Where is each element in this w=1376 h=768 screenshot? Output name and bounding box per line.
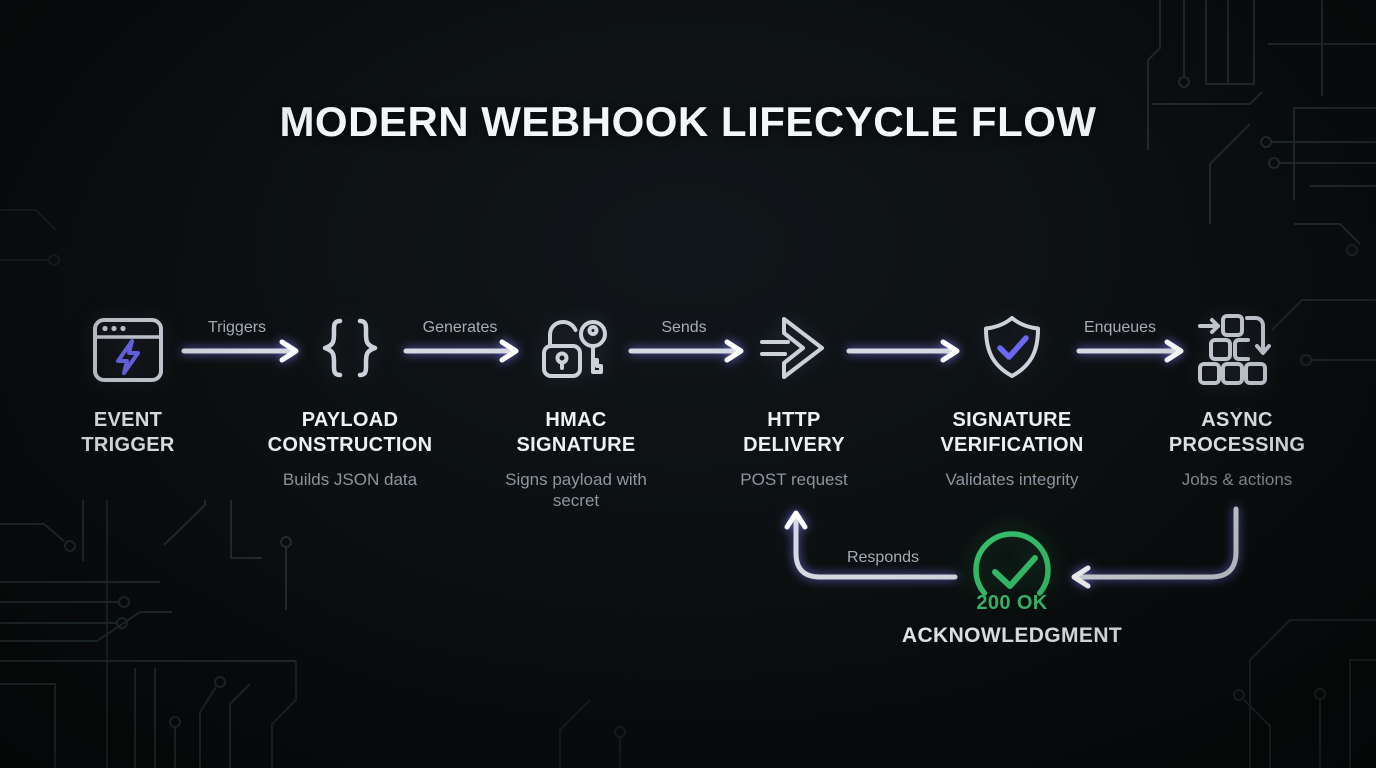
queue-boxes-icon — [1197, 308, 1277, 390]
node-event-trigger: EVENT TRIGGER — [18, 308, 238, 469]
shield-check-icon — [972, 308, 1052, 390]
node-label: HMAC SIGNATURE — [516, 409, 636, 456]
node-label: SIGNATURE VERIFICATION — [940, 409, 1084, 456]
connector-label-enqueues: Enqueues — [1083, 319, 1157, 336]
connector-label-generates: Generates — [422, 319, 498, 336]
node-subtitle: Jobs & actions — [1181, 470, 1293, 489]
node-label: EVENT TRIGGER — [81, 409, 175, 456]
arrow-responds — [793, 515, 958, 580]
node-async-processing: ASYNC PROCESSING Jobs & actions — [1127, 308, 1347, 490]
node-subtitle: Signs payload with secret — [505, 470, 647, 510]
ack-status-code: 200 OK — [976, 592, 1048, 614]
curly-braces-icon — [310, 308, 390, 390]
ack-label: ACKNOWLEDGMENT — [901, 624, 1123, 647]
node-signature-verification: SIGNATURE VERIFICATION Validates integri… — [902, 308, 1122, 490]
node-subtitle: POST request — [740, 470, 848, 489]
send-arrow-icon — [754, 308, 834, 390]
node-label: ASYNC PROCESSING — [1168, 409, 1306, 456]
node-hmac-signature: HMAC SIGNATURE Signs payload with secret — [466, 308, 686, 511]
lock-key-icon — [536, 308, 616, 390]
arrow-processing-to-ack — [1075, 506, 1239, 580]
node-label: HTTP DELIVERY — [743, 409, 845, 456]
browser-lightning-icon — [88, 308, 168, 390]
node-subtitle: Builds JSON data — [282, 470, 418, 489]
node-label: PAYLOAD CONSTRUCTION — [267, 409, 433, 456]
node-subtitle: Validates integrity — [945, 470, 1079, 489]
check-circle-icon — [973, 531, 1051, 596]
node-http-delivery: HTTP DELIVERY POST request — [684, 308, 904, 490]
page-title: MODERN WEBHOOK LIFECYCLE FLOW — [279, 98, 1097, 145]
connector-label-triggers: Triggers — [207, 319, 267, 336]
node-payload-construction: PAYLOAD CONSTRUCTION Builds JSON data — [240, 308, 460, 490]
connector-label-responds: Responds — [846, 549, 920, 566]
connector-label-sends: Sends — [661, 319, 707, 336]
